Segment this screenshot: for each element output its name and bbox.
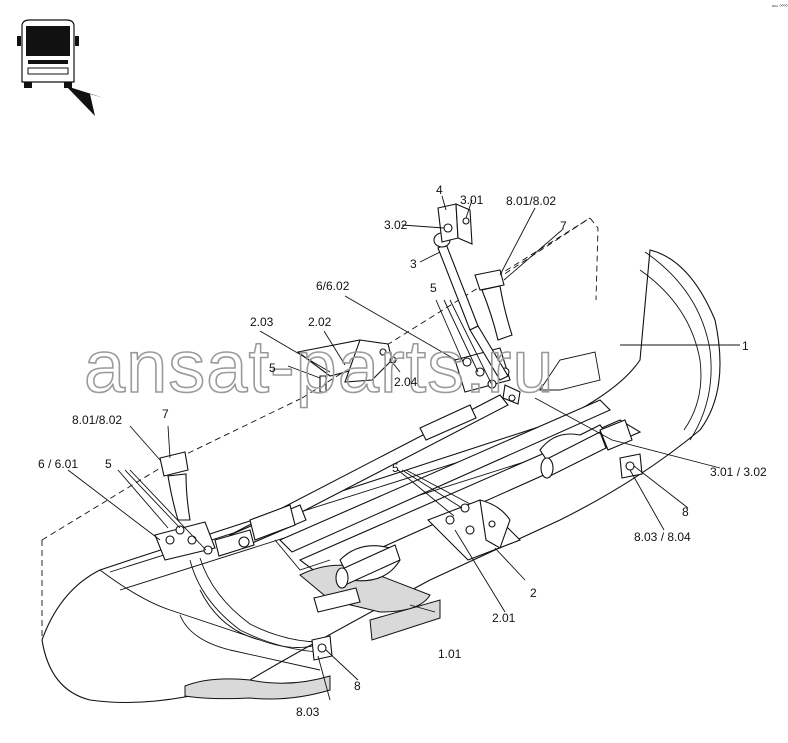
- callout-8-01-8-02-right: 8.01/8.02: [506, 194, 556, 208]
- callout-1: 1: [742, 339, 749, 353]
- callout-7-left: 7: [162, 407, 169, 421]
- tube-assembly: [214, 394, 509, 571]
- mounting-bracket-4: [437, 203, 473, 245]
- callout-1-01: 1.01: [438, 647, 462, 661]
- gas-strut-cylinders: [335, 431, 607, 589]
- callout-8-left: 8: [354, 679, 361, 693]
- callout-2-02: 2.02: [308, 315, 332, 329]
- callout-6-6-02: 6/6.02: [316, 279, 350, 293]
- callout-8-01-8-02-left: 8.01/8.02: [72, 413, 122, 427]
- lower-hinge-bracket: [427, 499, 521, 561]
- callout-2-04: 2.04: [394, 375, 418, 389]
- left-strap-bracket: [154, 451, 321, 653]
- callout-5-left: 5: [105, 457, 112, 471]
- callout-8-right: 8: [682, 505, 689, 519]
- clip-8-right: [619, 453, 643, 479]
- arrow-pointer-icon: [66, 86, 104, 116]
- callout-2-03: 2.03: [250, 315, 274, 329]
- callout-labels: 1 1.01 2 2.01 2.02 2.03 2.04 3 3.01 3.02…: [38, 183, 767, 719]
- callout-3-01-3-02: 3.01 / 3.02: [710, 465, 767, 479]
- callout-2-01: 2.01: [492, 611, 516, 625]
- clip-8-left: [311, 635, 333, 661]
- callout-5-center: 5: [430, 281, 437, 295]
- callout-3-02: 3.02: [384, 218, 408, 232]
- callout-7-right: 7: [560, 219, 567, 233]
- callout-8-03: 8.03: [296, 705, 320, 719]
- callout-6-6-01: 6 / 6.01: [38, 457, 78, 471]
- right-strap-bracket: [474, 269, 513, 341]
- callout-5-lower: 5: [392, 461, 399, 475]
- watermark-text: ansat-parts.ru: [84, 325, 555, 408]
- callout-4: 4: [436, 183, 443, 197]
- corner-code: ᵃ⁸⁹ ⁰⁰⁰⁰: [772, 4, 788, 10]
- callout-3: 3: [410, 257, 417, 271]
- callout-5-bracket: 5: [269, 361, 276, 375]
- callout-8-03-8-04: 8.03 / 8.04: [634, 530, 691, 544]
- callout-2: 2: [530, 586, 537, 600]
- callout-leader-lines: [67, 195, 740, 701]
- callout-3-01: 3.01: [460, 193, 484, 207]
- bus-front-icon: [17, 19, 79, 88]
